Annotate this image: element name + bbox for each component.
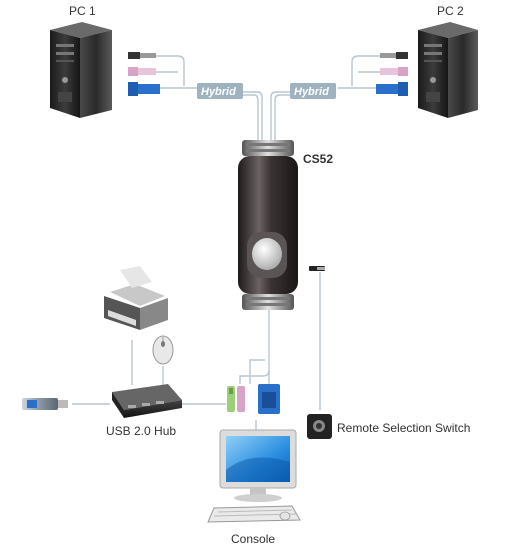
mouse <box>152 335 174 365</box>
pc1-ps2-connectors <box>128 67 156 76</box>
remote-selection-switch <box>307 414 332 439</box>
console-keyboard <box>207 505 301 523</box>
pc2-ps2-connectors <box>380 67 408 76</box>
hybrid-label-left: Hybrid <box>201 86 236 98</box>
hybrid-label-right: Hybrid <box>294 86 329 98</box>
port-select-button <box>252 238 282 270</box>
usb-hub <box>112 384 182 418</box>
hybrid-badge-right: Hybrid <box>290 83 336 99</box>
hybrid-badge-left: Hybrid <box>197 83 243 99</box>
printer <box>104 266 168 330</box>
console-vga-connector <box>258 384 280 414</box>
console-mouse <box>279 511 291 521</box>
console-label: Console <box>231 532 275 546</box>
pc1-usb-connector <box>128 52 156 59</box>
pc2-vga-connector <box>376 82 408 96</box>
pc2-label: PC 2 <box>437 4 464 18</box>
remote-label: Remote Selection Switch <box>337 421 470 435</box>
console-ps2-pink <box>237 386 245 412</box>
pc1-vga-connector <box>128 82 160 96</box>
pc1-label: PC 1 <box>69 4 96 18</box>
console-ps2-green <box>227 386 235 412</box>
console-monitor <box>219 429 297 502</box>
usb-flash-drive <box>22 398 68 410</box>
hub-label: USB 2.0 Hub <box>106 424 176 438</box>
pc2-usb-connector <box>380 52 408 59</box>
pc2-tower <box>418 22 478 118</box>
remote-plug <box>309 266 325 271</box>
pc1-tower <box>50 22 112 118</box>
cable-lines <box>72 55 382 430</box>
cs52-label: CS52 <box>303 152 333 166</box>
cs52-device <box>238 140 298 310</box>
